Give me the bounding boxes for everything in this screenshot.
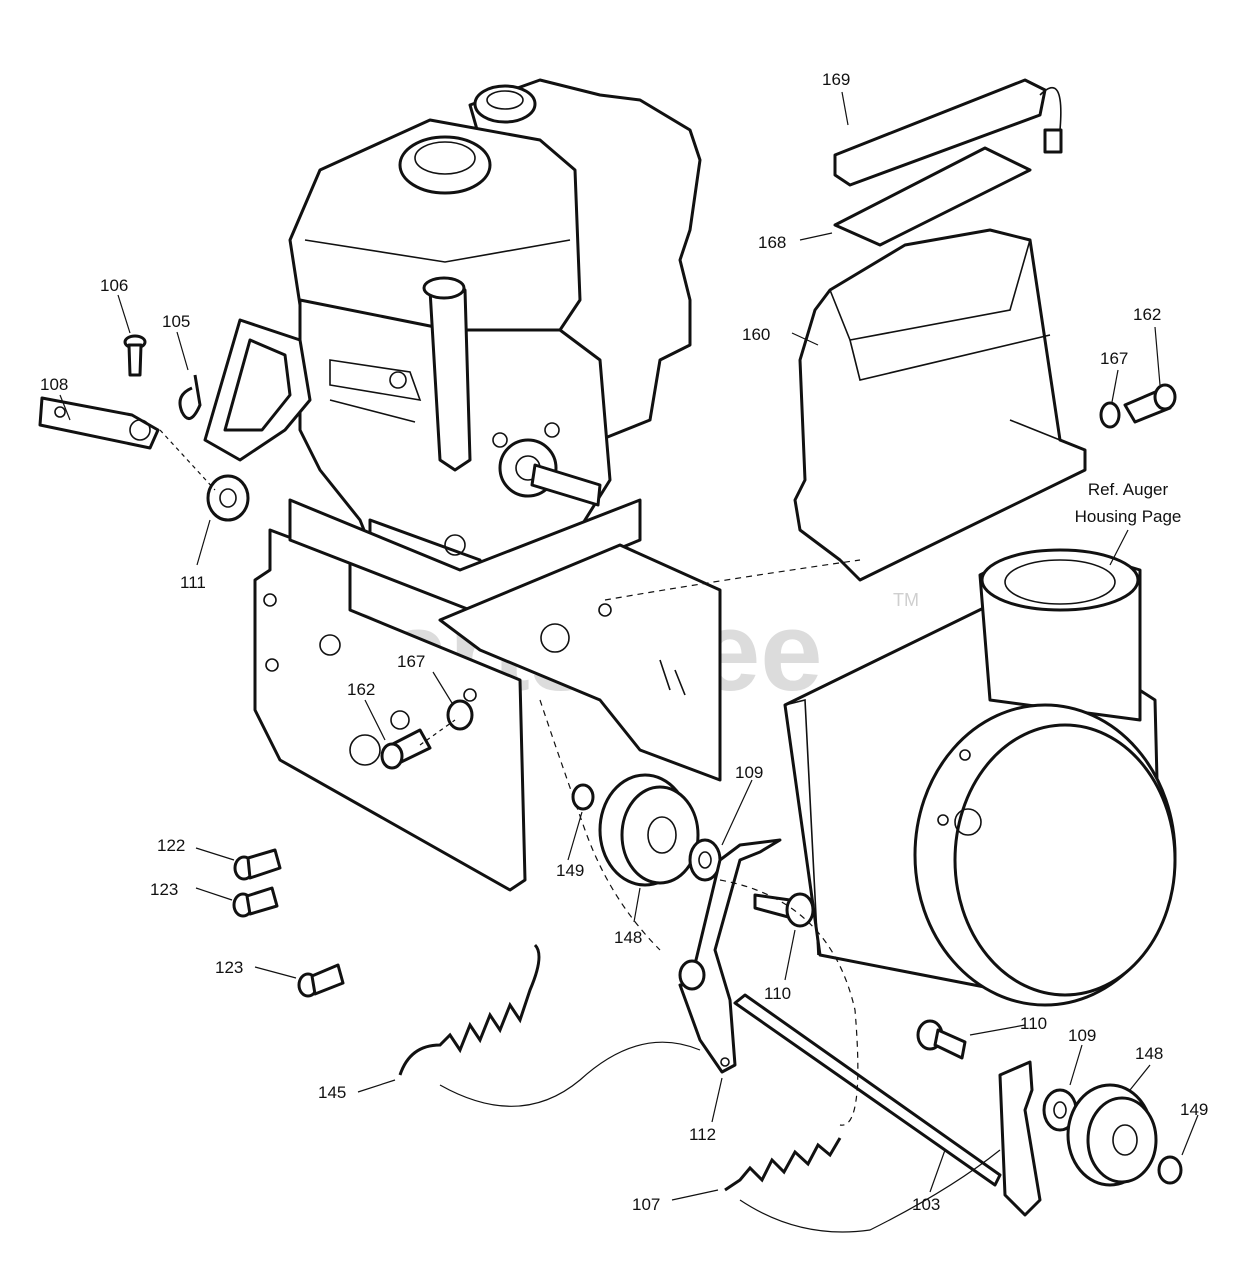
shoulder-bolt-110-upper (753, 892, 815, 928)
callout-148-left: 148 (614, 928, 642, 947)
idler-bracket-right (998, 1060, 1042, 1217)
callout-122: 122 (157, 836, 185, 855)
callout-169: 169 (822, 70, 850, 89)
callout-109-lower: 109 (1068, 1026, 1096, 1045)
callout-106: 106 (100, 276, 128, 295)
callout-167-left: 167 (397, 652, 425, 671)
callout-108: 108 (40, 375, 68, 394)
engine (288, 78, 702, 592)
callout-107: 107 (632, 1195, 660, 1214)
frame-plate (253, 498, 722, 892)
watermark-trademark: TM (893, 590, 919, 610)
callout-149-right: 149 (1180, 1100, 1208, 1119)
nut-149-right (1157, 1155, 1183, 1185)
auger-housing (783, 548, 1177, 1007)
idler-pulley-right (1066, 1083, 1158, 1187)
callout-105: 105 (162, 312, 190, 331)
idler-arm (678, 838, 782, 1074)
callout-167-right: 167 (1100, 349, 1128, 368)
callout-110-lower: 110 (1020, 1014, 1047, 1033)
callout-112: 112 (689, 1125, 716, 1144)
washer-109-left (688, 838, 722, 882)
assembly-curve-springs (439, 1041, 1001, 1233)
callout-149-left: 149 (556, 861, 584, 880)
engine-handle (203, 318, 312, 462)
bolt-162-right (1123, 383, 1177, 424)
washer-167-right (1099, 401, 1121, 429)
leader-lines (59, 91, 1199, 1201)
callout-148-right: 148 (1135, 1044, 1163, 1063)
callout-123-lower: 123 (215, 958, 243, 977)
linkage-108 (38, 396, 160, 450)
bolt-122 (233, 848, 282, 881)
callout-111: 111 (180, 573, 206, 592)
filter-element (833, 146, 1032, 247)
bolt-162-left (380, 728, 432, 770)
assembly-curve-washer (159, 429, 456, 746)
washer-167-left (446, 699, 474, 731)
clevis-pin (123, 334, 147, 377)
spring-107 (724, 1137, 842, 1192)
bolt-123-lower (297, 963, 345, 998)
callout-145: 145 (318, 1083, 346, 1102)
callout-162-left: 162 (347, 680, 375, 699)
callout-160: 160 (742, 325, 770, 344)
filter-cover (833, 78, 1063, 187)
ref-note-line1: Ref. Auger (1088, 480, 1169, 499)
assembly-curve-belt (539, 559, 861, 1126)
ref-note-line2: Housing Page (1075, 507, 1182, 526)
callout-168: 168 (758, 233, 786, 252)
washer-111 (206, 474, 250, 522)
hairpin-clip (178, 374, 202, 421)
callout-110-upper: 110 (764, 984, 791, 1003)
spring-145 (398, 943, 541, 1076)
idler-pulley-left (598, 773, 700, 887)
bolt-123-upper (232, 886, 279, 918)
callout-103: 103 (912, 1195, 940, 1214)
belt-cover (793, 228, 1087, 582)
callouts: 169 168 160 162 167 106 105 108 111 167 … (40, 70, 1208, 1214)
callout-162-right: 162 (1133, 305, 1161, 324)
callout-109-upper: 109 (735, 763, 763, 782)
shoulder-bolt-110-lower (916, 1019, 967, 1060)
idler-rod (733, 993, 1002, 1187)
callout-123-upper: 123 (150, 880, 178, 899)
